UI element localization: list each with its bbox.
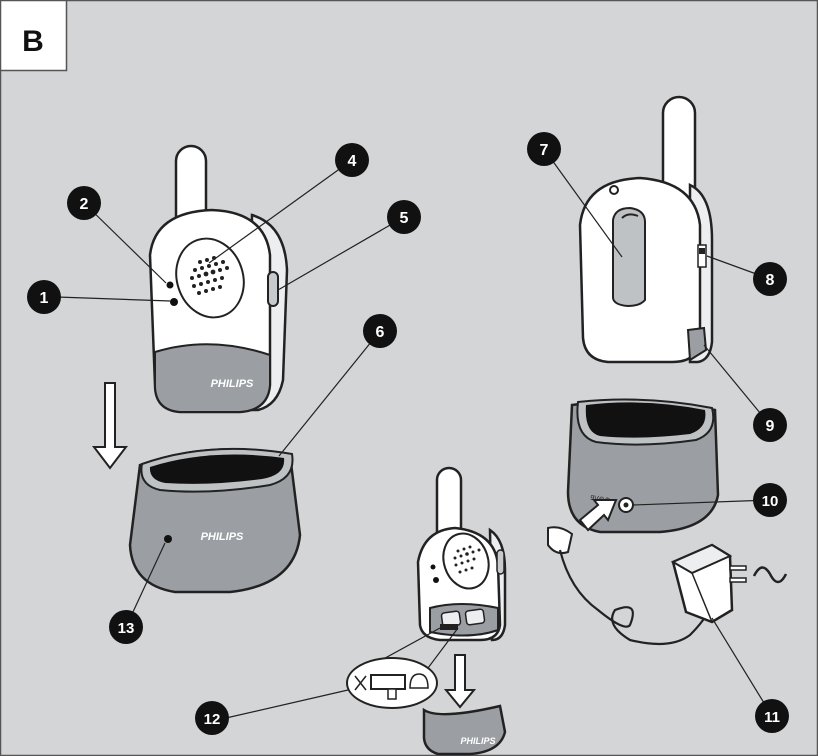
zoom-switch-slider (387, 688, 397, 700)
battery-compartment (429, 603, 499, 637)
parent-unit-battery-view (416, 466, 507, 642)
callout-9-circle (753, 408, 787, 442)
parent-unit-back (578, 95, 714, 364)
charger-light (164, 535, 172, 543)
callout-11-circle (755, 699, 789, 733)
adapter-cable (558, 549, 712, 646)
indicator-light-2 (166, 281, 174, 289)
callout-8: 8 (753, 262, 787, 296)
charger-cradle-right: 9V⊖⊕ (566, 398, 720, 534)
channel-switch (697, 244, 707, 268)
battery-view-light-2 (430, 564, 436, 570)
battery-view-knob (496, 549, 505, 575)
callout-5: 5 (387, 200, 421, 234)
section-letter: B (22, 25, 44, 58)
back-screw (609, 185, 619, 195)
callout-13-circle (109, 610, 143, 644)
callout-1: 1 (27, 280, 61, 314)
leader-lines (56, 148, 773, 719)
callout-2: 2 (67, 186, 101, 220)
callout-13-label: 13 (118, 620, 135, 637)
battery-cell-2 (464, 608, 486, 626)
dc-plug (547, 526, 574, 555)
callout-7: 7 (527, 132, 561, 166)
callout-6-label: 6 (376, 324, 385, 341)
right-charger-slot (585, 402, 706, 438)
charging-contacts (686, 326, 708, 362)
callout-6: 6 (363, 314, 397, 348)
speaker-holes (190, 256, 229, 295)
plug-arrow (578, 499, 618, 532)
speaker-grille (175, 237, 245, 319)
belt-clip (612, 206, 646, 308)
ac-symbol-icon (752, 566, 788, 584)
callout-11-label: 11 (764, 709, 780, 726)
callout-12-circle (195, 701, 229, 735)
unit-grey-base (154, 343, 271, 413)
callout-2-circle (67, 186, 101, 220)
battery-cover-body (422, 704, 507, 756)
battery-cover: PHILIPS (422, 704, 507, 756)
charger-cradle: PHILIPS (128, 447, 302, 594)
channel-switch-knob (699, 248, 705, 254)
charger-slot (149, 454, 285, 484)
battery-view-speaker (442, 532, 490, 590)
battery-view-speaker-holes (453, 545, 481, 574)
callout-6-circle (363, 314, 397, 348)
belt-clip-slot (621, 213, 639, 219)
battery-cover-brand: PHILIPS (460, 736, 495, 746)
zoom-switch-body (370, 674, 406, 690)
battery-selector-switch (440, 624, 458, 630)
callout-7-label: 7 (540, 142, 549, 159)
adapter-prong-2 (729, 577, 747, 583)
callout-11: 11 (755, 699, 789, 733)
callout-10: 10 (753, 483, 787, 517)
callout-5-circle (387, 200, 421, 234)
section-letter-box (0, 0, 68, 72)
switch-zoom-detail (346, 627, 459, 709)
charger-brand-logo: PHILIPS (201, 531, 244, 543)
bell-icon (409, 673, 429, 689)
parent-unit-front: PHILIPS (148, 144, 289, 414)
callout-10-label: 10 (762, 493, 779, 510)
sound-off-icon (354, 675, 367, 691)
callout-9-label: 9 (766, 418, 775, 435)
callout-8-circle (753, 262, 787, 296)
callout-10-circle (753, 483, 787, 517)
zoom-line-1 (377, 627, 441, 663)
unit-brand-logo: PHILIPS (211, 378, 254, 390)
callout-1-circle (27, 280, 61, 314)
callout-8-label: 8 (766, 272, 775, 289)
indicator-light-1 (170, 298, 178, 306)
volume-knob (267, 271, 279, 307)
callout-1-label: 1 (40, 290, 49, 307)
adapter-top (670, 543, 733, 575)
callout-12: 12 (195, 701, 229, 735)
cover-arrow (443, 654, 477, 709)
dc-socket-pin (623, 502, 629, 508)
adapter-prong-1 (729, 565, 747, 571)
callout-7-circle (527, 132, 561, 166)
callout-12-label: 12 (204, 711, 221, 728)
battery-view-light-1 (433, 577, 439, 583)
callout-4: 4 (335, 143, 369, 177)
callout-5-label: 5 (400, 210, 409, 227)
adapter-edge (691, 572, 713, 623)
power-adapter (547, 526, 788, 646)
callout-4-label: 4 (348, 153, 357, 170)
insert-arrow (91, 382, 129, 470)
callout-9: 9 (753, 408, 787, 442)
callout-4-circle (335, 143, 369, 177)
callout-13: 13 (109, 610, 143, 644)
callout-2-label: 2 (80, 196, 89, 213)
